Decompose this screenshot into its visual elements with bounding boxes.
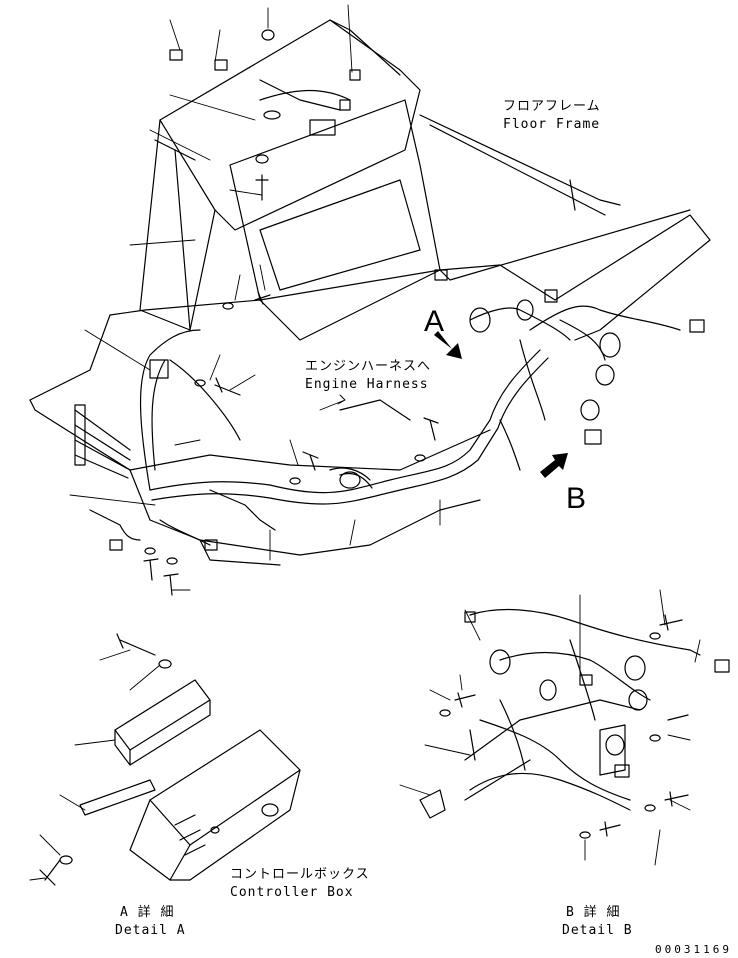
- engine-harness-label-jp: エンジンハーネスへ: [305, 359, 432, 374]
- floor-frame-assembly: [29, 19, 711, 566]
- leader-lines-main: [69, 4, 441, 591]
- detail-a-drawing: [29, 633, 301, 886]
- controller-box-label-jp: コントロールボックス: [230, 867, 370, 882]
- detail-a-title-jp: A 詳 細: [120, 905, 175, 920]
- controller-box-label-en: Controller Box: [230, 885, 354, 900]
- view-a-marker: A: [424, 305, 445, 338]
- view-arrows: [434, 331, 568, 478]
- detail-b-drawing: [399, 589, 730, 866]
- wiring-harness-main: [74, 79, 681, 546]
- floor-frame-label-en: Floor Frame: [503, 117, 601, 132]
- drawing-number: 00031169: [655, 943, 732, 956]
- view-b-marker: B: [566, 482, 587, 515]
- engine-harness-label-en: Engine Harness: [305, 377, 429, 392]
- main-bolts: [143, 154, 439, 596]
- detail-a-title-en: Detail A: [115, 923, 186, 938]
- detail-b-title-jp: B 詳 細: [566, 905, 621, 920]
- detail-b-title-en: Detail B: [562, 923, 633, 938]
- floor-frame-label-jp: フロアフレーム: [503, 99, 601, 114]
- main-connectors: [74, 29, 705, 551]
